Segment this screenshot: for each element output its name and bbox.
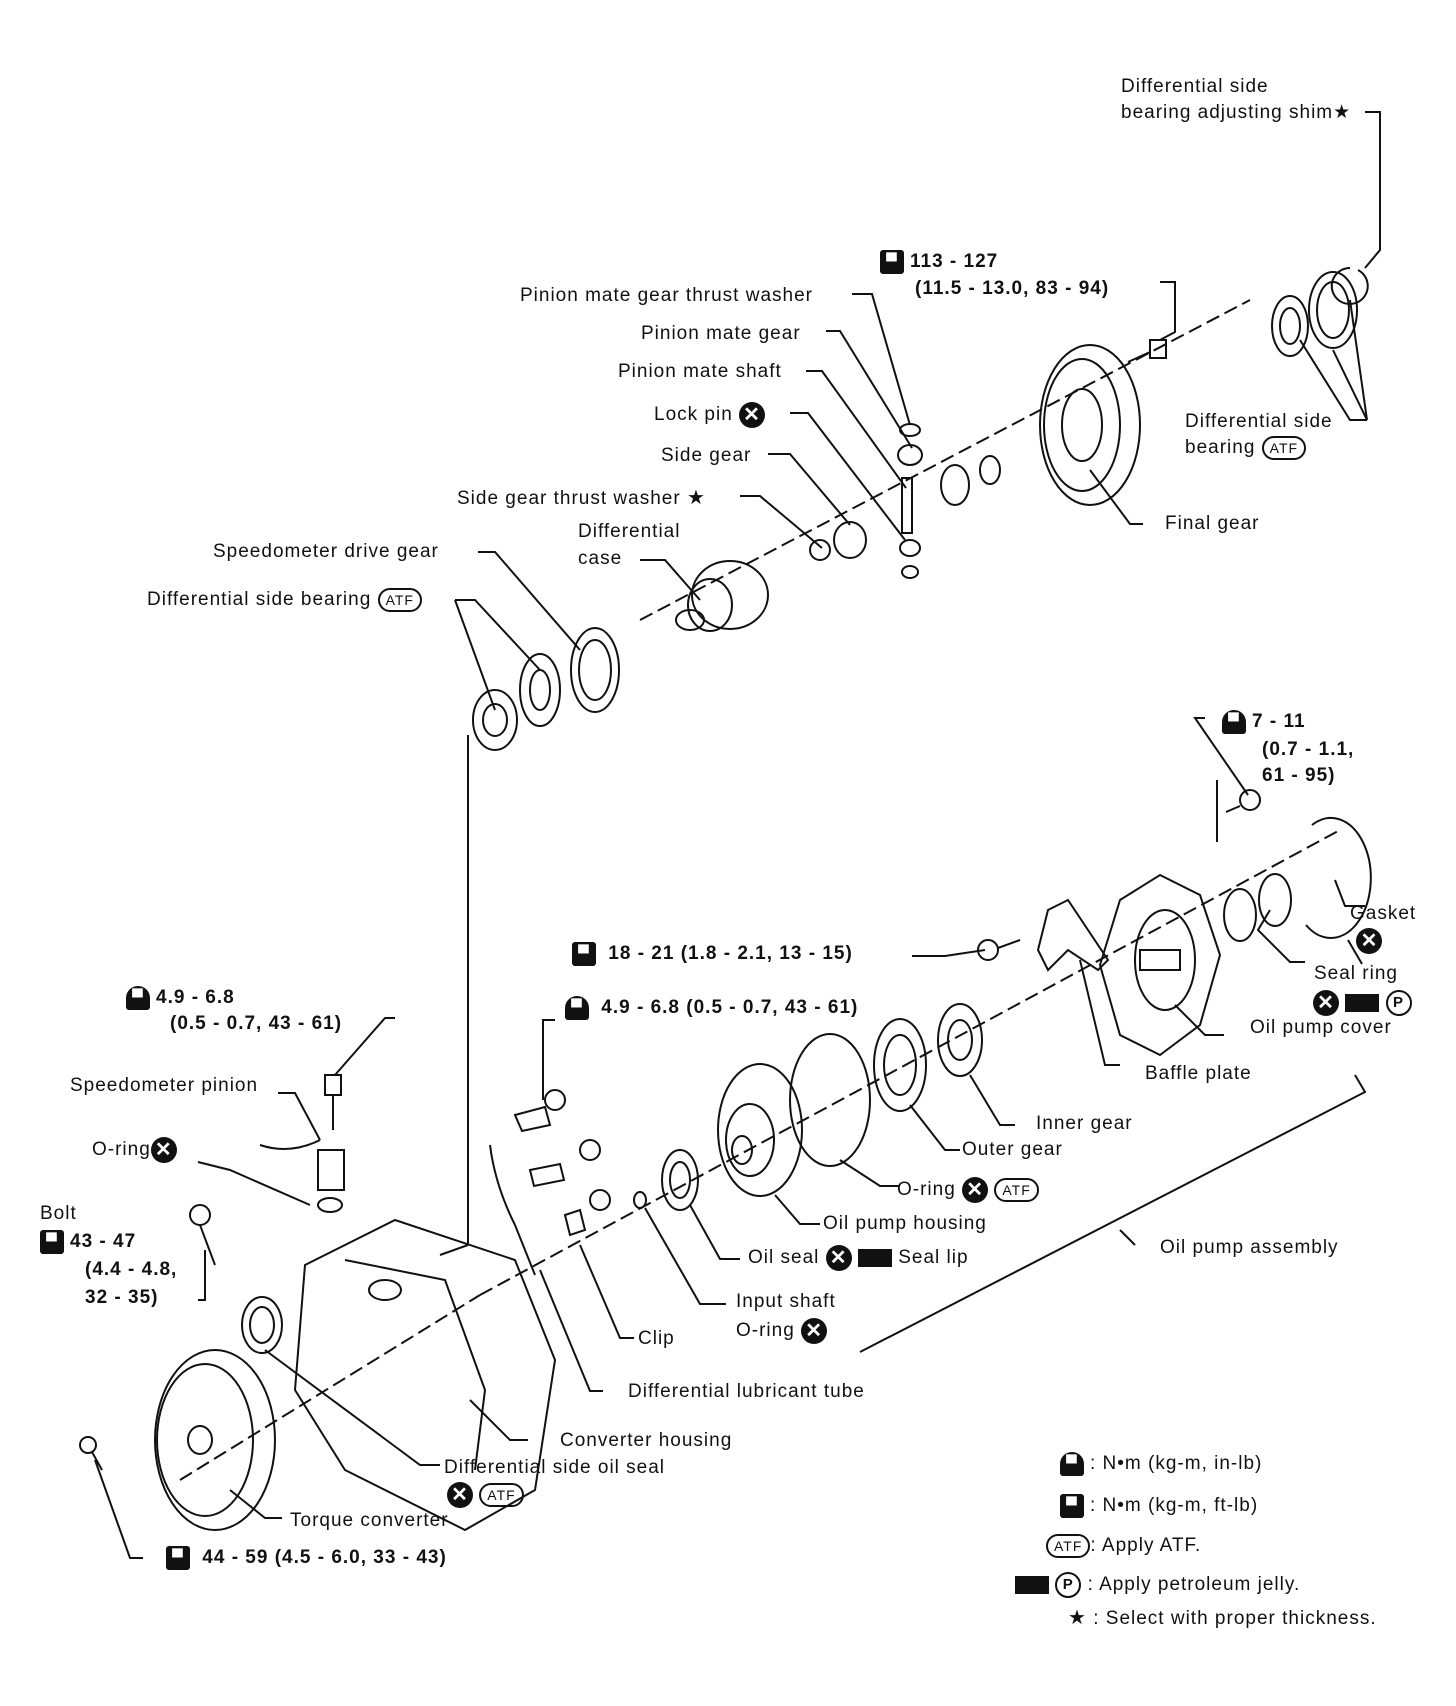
replace-icon: ✕	[447, 1482, 473, 1508]
legend-apply-pj: P : Apply petroleum jelly.	[1015, 1572, 1300, 1598]
label-outer-gear: Outer gear	[962, 1139, 1063, 1160]
torque-inlb-icon: ▀	[126, 986, 150, 1010]
torque-bolt-3: 32 - 35)	[85, 1287, 159, 1308]
label-speedometer-drive-gear: Speedometer drive gear	[213, 541, 439, 562]
torque-bolt-1: ▀43 - 47	[40, 1230, 136, 1254]
label-final-gear: Final gear	[1165, 513, 1260, 534]
legend-nm-ftlb: ▀: N•m (kg-m, ft-lb)	[1060, 1494, 1258, 1518]
torque-inlb-icon: ▀	[1222, 710, 1246, 734]
label-pinion-mate-gear-thrust-washer: Pinion mate gear thrust washer	[520, 285, 813, 306]
label-shim-1: Differential side	[1121, 76, 1269, 97]
p-icon: P	[1055, 1572, 1082, 1598]
label-oil-pump-housing: Oil pump housing	[823, 1213, 987, 1234]
label-converter-housing: Converter housing	[560, 1430, 733, 1451]
label-oil-pump-assembly: Oil pump assembly	[1160, 1237, 1339, 1258]
atf-icon: ATF	[377, 588, 422, 612]
replace-icon: ✕	[962, 1177, 989, 1203]
gasket-replace-icon: ✕	[1356, 928, 1382, 954]
torque-tc: ▀ 44 - 59 (4.5 - 6.0, 33 - 43)	[166, 1546, 447, 1570]
diff-side-oil-seal-symbols: ✕ ATF	[447, 1482, 524, 1508]
label-oil-seal: Oil seal ✕ Seal lip	[748, 1245, 969, 1271]
label-diff-side-bearing-left: Differential side bearing ATF	[147, 588, 422, 612]
torque-pump-3: 61 - 95)	[1262, 765, 1336, 786]
label-diff-lubricant-tube: Differential lubricant tube	[628, 1381, 865, 1402]
legend-nm-inlb: ▀: N•m (kg-m, in-lb)	[1060, 1452, 1262, 1476]
torque-ftlb-icon: ▀	[880, 250, 904, 274]
p-icon: P	[1385, 990, 1412, 1016]
atf-icon: ATF	[479, 1483, 524, 1507]
label-oil-pump-cover: Oil pump cover	[1250, 1017, 1392, 1038]
star-icon: ★	[1068, 1607, 1087, 1629]
torque-baffle: ▀ 18 - 21 (1.8 - 2.1, 13 - 15)	[572, 942, 853, 966]
torque-pump-1: ▀7 - 11	[1222, 710, 1306, 734]
label-side-gear-thrust-washer: Side gear thrust washer ★	[457, 487, 706, 509]
petroleum-jelly-icon	[1015, 1576, 1049, 1594]
legend-select: ★ : Select with proper thickness.	[1068, 1607, 1377, 1629]
torque-inlb-icon: ▀	[1060, 1452, 1084, 1476]
torque-ftlb-icon: ▀	[1060, 1494, 1084, 1518]
atf-icon: ATF	[994, 1178, 1039, 1202]
label-differential-case-1: Differential	[578, 521, 681, 542]
label-lock-pin: Lock pin ✕	[654, 402, 766, 428]
label-torque-converter: Torque converter	[290, 1510, 449, 1531]
torque-ftlb-icon: ▀	[572, 942, 596, 966]
label-diff-side-oil-seal: Differential side oil seal	[444, 1457, 666, 1478]
torque-speedo-1: ▀4.9 - 6.8	[126, 986, 235, 1010]
torque-ftlb-icon: ▀	[166, 1546, 190, 1570]
seal-ring-symbols: ✕ P	[1313, 990, 1412, 1016]
torque-final-gear-2: (11.5 - 13.0, 83 - 94)	[915, 278, 1110, 299]
petroleum-jelly-icon	[1345, 994, 1380, 1012]
replace-icon: ✕	[825, 1245, 852, 1271]
label-side-gear: Side gear	[661, 445, 752, 466]
label-input-shaft: Input shaft	[736, 1291, 836, 1312]
star-icon: ★	[686, 487, 706, 509]
label-input-shaft-o-ring: O-ring ✕	[736, 1318, 828, 1344]
label-inner-gear: Inner gear	[1036, 1113, 1133, 1134]
legend-apply-atf: ATF: Apply ATF.	[1046, 1534, 1201, 1558]
label-baffle-plate: Baffle plate	[1145, 1063, 1252, 1084]
label-gasket: Gasket	[1350, 903, 1417, 924]
label-seal-ring: Seal ring	[1314, 963, 1398, 984]
replace-icon: ✕	[150, 1137, 177, 1163]
petroleum-jelly-icon	[857, 1249, 892, 1267]
label-pinion-mate-shaft: Pinion mate shaft	[618, 361, 782, 382]
replace-icon: ✕	[801, 1318, 828, 1344]
torque-bolt-2: (4.4 - 4.8,	[85, 1259, 178, 1280]
label-shim-2: bearing adjusting shim★	[1121, 102, 1352, 123]
replace-icon: ✕	[1313, 990, 1339, 1016]
label-differential-case-2: case	[578, 548, 623, 569]
label-diff-side-bearing-right-1: Differential side	[1185, 411, 1333, 432]
label-diff-side-bearing-right-2: bearing ATF	[1185, 436, 1307, 460]
label-clip: Clip	[638, 1328, 675, 1349]
label-bolt: Bolt	[40, 1203, 77, 1224]
torque-final-gear: ▀113 - 127	[880, 250, 998, 274]
atf-icon: ATF	[1261, 436, 1307, 460]
label-o-ring-left: O-ring✕	[92, 1137, 177, 1163]
torque-pump-2: (0.7 - 1.1,	[1262, 739, 1355, 760]
replace-icon: ✕	[739, 402, 766, 428]
label-pinion-mate-gear: Pinion mate gear	[641, 323, 801, 344]
torque-clip: ▀ 4.9 - 6.8 (0.5 - 0.7, 43 - 61)	[565, 996, 858, 1020]
torque-speedo-2: (0.5 - 0.7, 43 - 61)	[170, 1013, 343, 1034]
atf-icon: ATF	[1046, 1534, 1091, 1558]
label-speedometer-pinion: Speedometer pinion	[70, 1075, 259, 1096]
torque-ftlb-icon: ▀	[40, 1230, 64, 1254]
torque-inlb-icon: ▀	[565, 996, 589, 1020]
label-o-ring-pump: O-ring ✕ ATF	[897, 1177, 1039, 1203]
